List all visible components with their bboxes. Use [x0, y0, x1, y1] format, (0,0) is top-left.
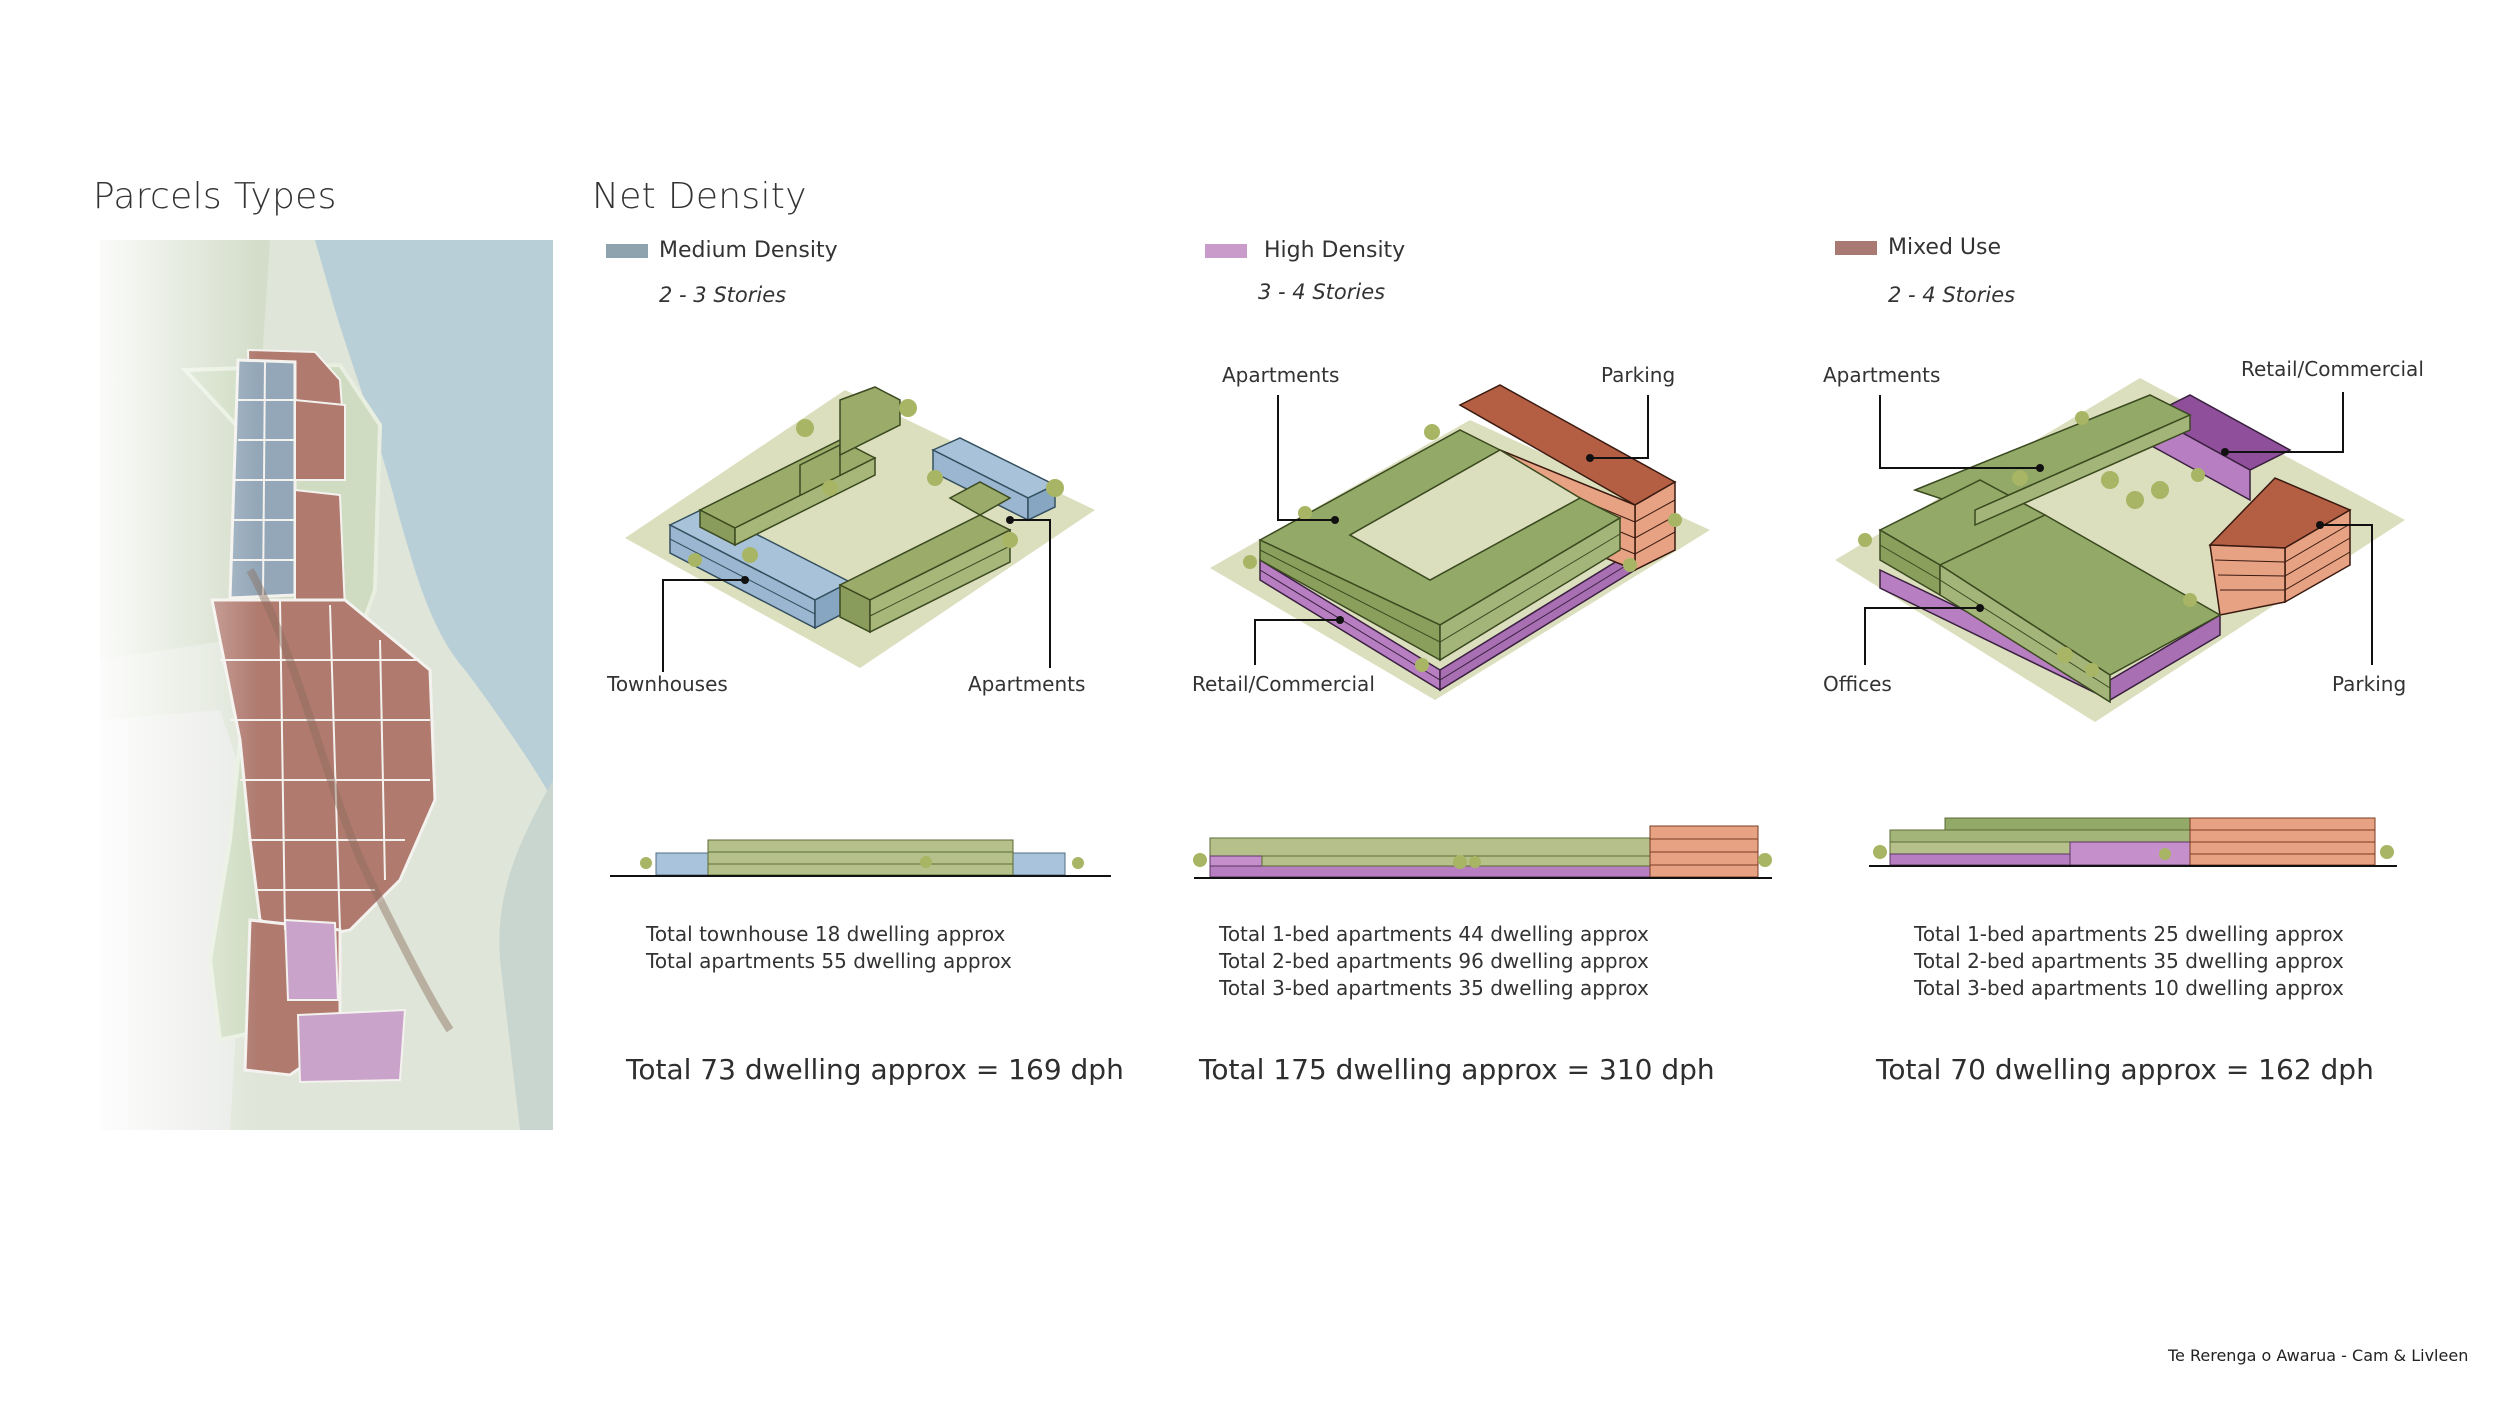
leader-lines: [1864, 392, 2373, 665]
high-density-axonometric: [1210, 384, 1710, 700]
high-density-swatch: [1205, 244, 1247, 258]
mixed-use-swatch: [1835, 241, 1877, 255]
high-density-label: High Density: [1264, 238, 1406, 263]
medium-density-stories: 2 - 3 Stories: [659, 283, 787, 307]
stat-line: Total 3-bed apartments 35 dwelling appro…: [1219, 976, 1649, 1000]
callout-townhouses: Townhouses: [607, 672, 728, 696]
stat-line: Total townhouse 18 dwelling approx: [646, 922, 1006, 946]
medium-density-total: Total 73 dwelling approx = 169 dph: [626, 1053, 1124, 1086]
medium-density-section: [610, 839, 1111, 877]
callout-apartments: Apartments: [1823, 363, 1941, 387]
apartments-block: [1258, 429, 1622, 662]
mixed-use-total: Total 70 dwelling approx = 162 dph: [1876, 1053, 2374, 1086]
high-density-stories: 3 - 4 Stories: [1258, 280, 1386, 304]
apartments-offices-block: [1878, 394, 2222, 704]
net-density-title: Net Density: [592, 176, 807, 217]
trees: [1243, 424, 1682, 672]
callout-apartments: Apartments: [1222, 363, 1340, 387]
stat-line: Total 1-bed apartments 44 dwelling appro…: [1219, 922, 1649, 946]
callout-apartments: Apartments: [968, 672, 1086, 696]
mixed-use-axonometric: [1835, 378, 2405, 722]
apartments-block-east: [838, 481, 1012, 634]
stat-line: Total 3-bed apartments 10 dwelling appro…: [1914, 976, 2344, 1000]
mixed-use-stories: 2 - 4 Stories: [1888, 283, 2016, 307]
mixed-use-section: [1869, 817, 2397, 867]
callout-offices: Offices: [1823, 672, 1892, 696]
credit-text: Te Rerenga o Awarua - Cam & Livleen: [2168, 1346, 2469, 1365]
medium-density-axonometric: [625, 386, 1095, 672]
high-density-total: Total 175 dwelling approx = 310 dph: [1199, 1053, 1715, 1086]
stat-line: Total 2-bed apartments 35 dwelling appro…: [1914, 949, 2344, 973]
leader-lines: [1254, 395, 1649, 665]
mixed-use-label: Mixed Use: [1888, 235, 2002, 260]
stat-line: Total apartments 55 dwelling approx: [646, 949, 1012, 973]
medium-density-label: Medium Density: [659, 238, 838, 263]
high-density-section: [1193, 825, 1772, 879]
leader-lines: [662, 519, 1051, 672]
stat-line: Total 1-bed apartments 25 dwelling appro…: [1914, 922, 2344, 946]
trees: [1858, 411, 2205, 677]
parcel-map: [100, 240, 553, 1130]
stat-line: Total 2-bed apartments 96 dwelling appro…: [1219, 949, 1649, 973]
parcels-title: Parcels Types: [93, 176, 337, 217]
medium-density-swatch: [606, 244, 648, 258]
callout-parking: Parking: [1601, 363, 1676, 387]
parking-block: [2208, 477, 2352, 616]
callout-retail-commercial: Retail/Commercial: [1192, 672, 1375, 696]
apartments-block-west: [698, 386, 901, 547]
callout-retail-commercial: Retail/Commercial: [2241, 357, 2424, 381]
callout-parking: Parking: [2332, 672, 2407, 696]
trees: [688, 399, 1064, 567]
